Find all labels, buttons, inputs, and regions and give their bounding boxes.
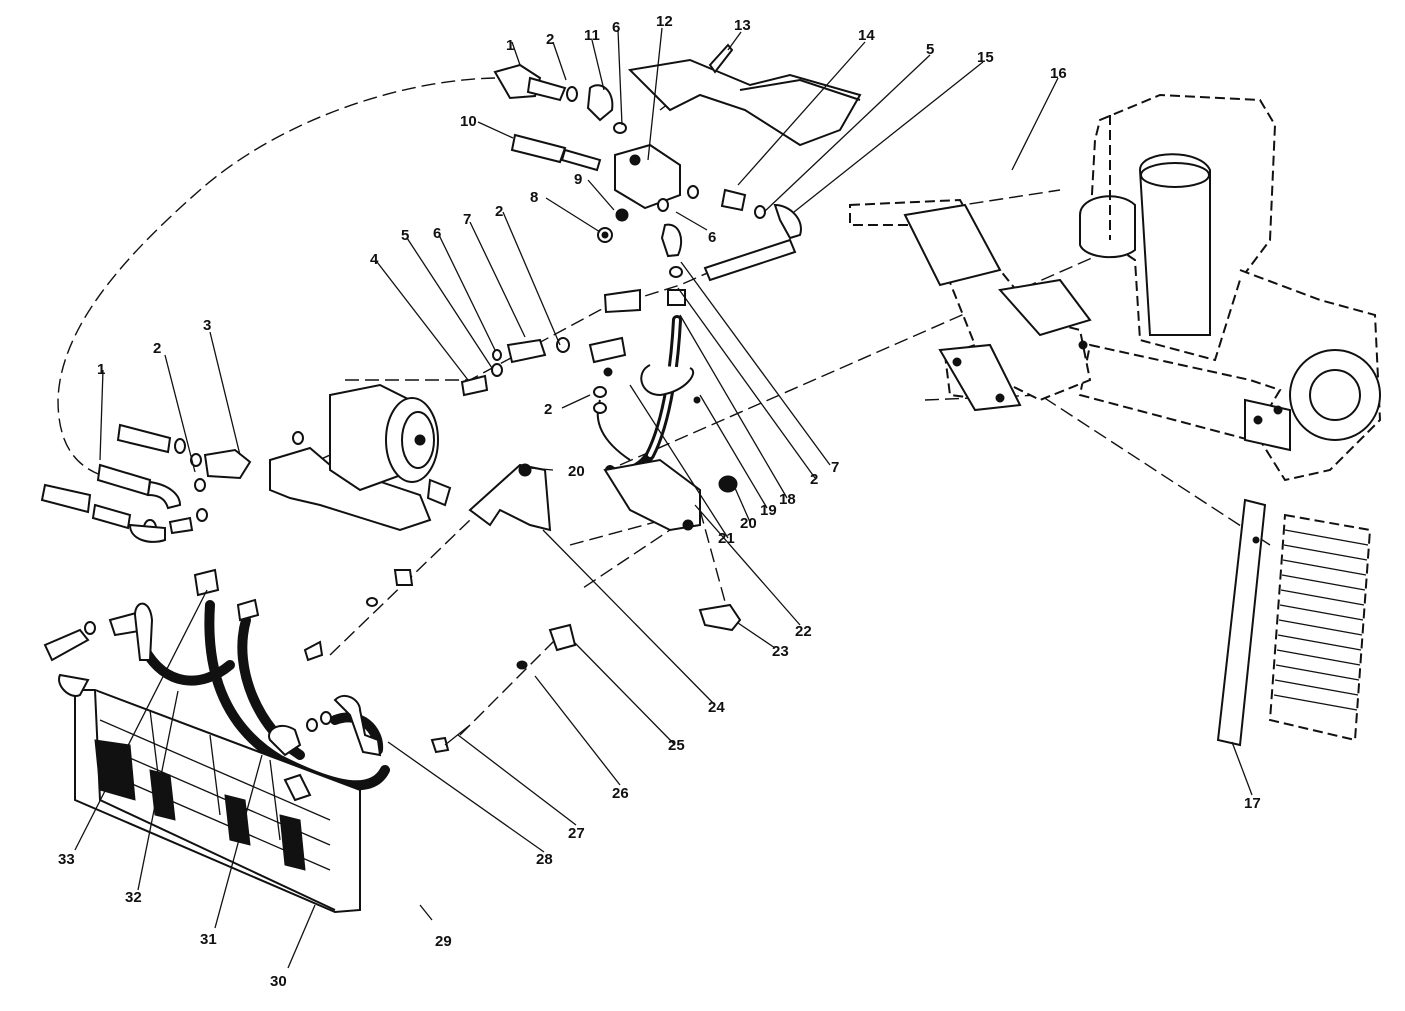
callout-label: 23 xyxy=(772,643,789,660)
callout-label: 5 xyxy=(401,227,409,244)
mount-brackets xyxy=(303,458,742,754)
callout-label: 6 xyxy=(612,19,620,36)
callout-label: 2 xyxy=(810,471,818,488)
callout-label: 5 xyxy=(926,41,934,58)
manifold-block xyxy=(614,58,862,210)
leader-lines xyxy=(74,27,1253,969)
callout-label: 13 xyxy=(734,17,751,34)
assembly-lines xyxy=(57,77,1271,736)
callout-label: 6 xyxy=(708,229,716,246)
callout-label: 27 xyxy=(568,825,585,842)
callout-label: 22 xyxy=(795,623,812,640)
callout-label: 17 xyxy=(1244,795,1261,812)
callout-label: 2 xyxy=(495,203,503,220)
callout-label: 33 xyxy=(58,851,75,868)
callout-label: 1 xyxy=(506,37,514,54)
callout-label: 24 xyxy=(708,699,725,716)
compressor-mount-bracket xyxy=(849,198,1092,412)
callout-label: 7 xyxy=(463,211,471,228)
callout-label: 11 xyxy=(584,27,600,44)
callout-label: 3 xyxy=(203,317,211,334)
compressor-fittings xyxy=(40,336,701,543)
callout-label: 19 xyxy=(760,502,777,519)
callout-label: 2 xyxy=(546,31,554,48)
callout-label: 6 xyxy=(433,225,441,242)
callout-label: 25 xyxy=(668,737,685,754)
callout-label: 21 xyxy=(718,530,735,547)
callout-label: 26 xyxy=(612,785,629,802)
callout-label: 31 xyxy=(200,931,217,948)
callout-label: 10 xyxy=(460,113,477,130)
callout-label: 32 xyxy=(125,889,142,906)
callout-label: 12 xyxy=(656,13,673,30)
callout-label: 20 xyxy=(740,515,757,532)
compressor xyxy=(269,383,452,532)
callout-label: 9 xyxy=(574,171,582,188)
callout-label: 2 xyxy=(544,401,552,418)
engine-assembly xyxy=(1078,93,1382,482)
condenser-panel xyxy=(1216,498,1372,747)
callout-labels: 1 2 11 6 12 13 14 5 15 16 10 9 8 6 2 7 6… xyxy=(58,13,1261,990)
callout-label: 20 xyxy=(568,463,585,480)
callout-label: 2 xyxy=(153,340,161,357)
callout-label: 30 xyxy=(270,973,287,990)
callout-label: 15 xyxy=(977,49,994,66)
callout-label: 14 xyxy=(858,27,875,44)
callout-label: 4 xyxy=(370,251,379,268)
evaporator-core xyxy=(43,568,382,914)
callout-label: 8 xyxy=(530,189,538,206)
callout-label: 18 xyxy=(779,491,796,508)
callout-label: 1 xyxy=(97,361,105,378)
callout-label: 7 xyxy=(831,459,839,476)
callout-label: 28 xyxy=(536,851,553,868)
upper-fittings xyxy=(493,43,802,314)
callout-label: 16 xyxy=(1050,65,1067,82)
callout-label: 29 xyxy=(435,933,452,950)
